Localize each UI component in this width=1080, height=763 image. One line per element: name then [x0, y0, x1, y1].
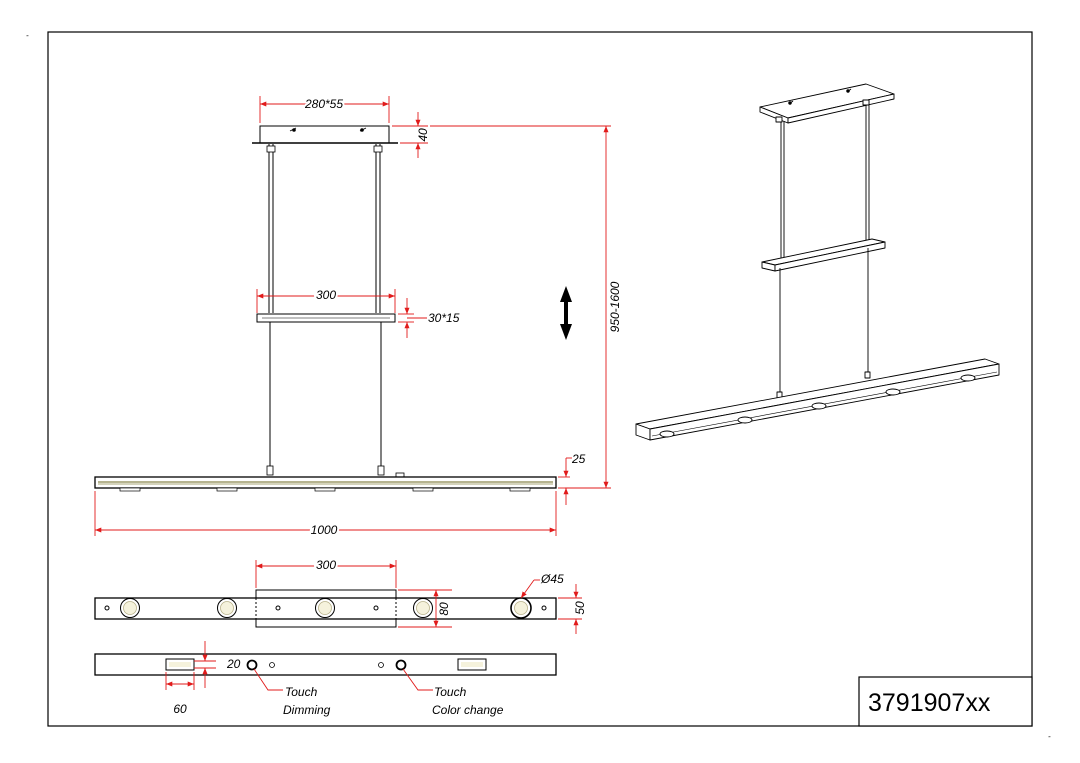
- perspective-view: [635, 83, 1000, 441]
- spot-light-2: [217, 598, 237, 618]
- canopy: [259, 125, 390, 144]
- dim-bracket-width: 300: [316, 288, 336, 302]
- label-touch-dimming-1: Touch: [285, 685, 318, 699]
- dim-bar-height: 25: [571, 452, 586, 466]
- spot-light-3: [315, 598, 335, 618]
- dim-spot-diameter: Ø45: [540, 572, 564, 586]
- touch-color-sensor-icon: [395, 659, 407, 671]
- article-number: 3791907xx: [868, 689, 991, 717]
- bar-top: [94, 653, 557, 676]
- dim-bracket-depth: 80: [437, 602, 451, 616]
- label-touch-color-2: Color change: [432, 703, 504, 717]
- spot-light-5: [510, 597, 532, 619]
- title-block: 3791907xx: [858, 676, 1033, 727]
- dim-canopy-height: 40: [416, 128, 430, 142]
- svg-text:-: -: [1048, 732, 1051, 741]
- height-adjust-arrow-icon: [560, 286, 572, 340]
- spot-light-1: [120, 598, 140, 618]
- dim-canopy-size: 280*55: [304, 97, 343, 111]
- dim-bar-length: 1000: [311, 523, 338, 537]
- svg-text:-: -: [26, 31, 29, 40]
- dim-bottom-bracket-width: 300: [316, 558, 336, 572]
- top-view: 20 60 Touch Dimming Touch Color change: [94, 641, 557, 717]
- sheet-border: [47, 31, 1033, 727]
- label-touch-dimming-2: Dimming: [283, 703, 331, 717]
- bottom-view: 300 Ø45 80 50: [94, 556, 587, 634]
- dim-bar-width: 50: [573, 601, 587, 615]
- dim-window-width: 60: [173, 702, 187, 716]
- touch-dimming-sensor-icon: [246, 659, 258, 671]
- dim-bracket-size: 30*15: [428, 311, 460, 325]
- spot-light-4: [413, 598, 433, 618]
- label-touch-color-1: Touch: [434, 685, 467, 699]
- front-view: 280*55 40 950-1600 300 30*15: [94, 95, 622, 539]
- dim-total-height: 950-1600: [608, 281, 622, 332]
- dim-spacing: 20: [226, 657, 241, 671]
